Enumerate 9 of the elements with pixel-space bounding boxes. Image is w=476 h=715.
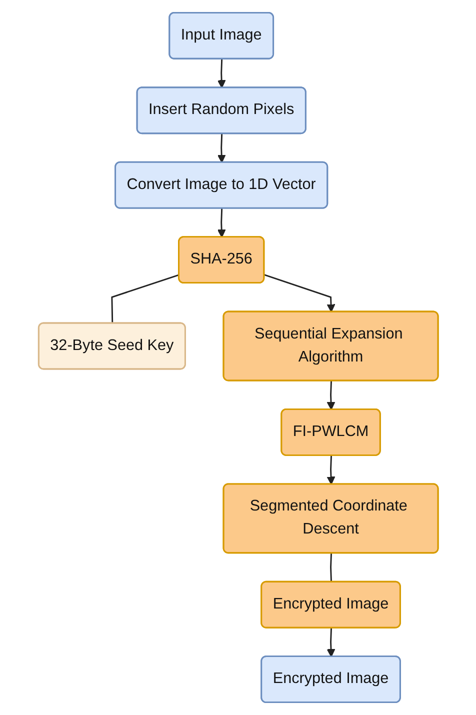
- arrow: [264, 274, 335, 312]
- connector: [110, 274, 180, 324]
- arrow: [217, 59, 226, 88]
- arrow: [326, 380, 335, 410]
- arrow: [217, 134, 226, 163]
- arrow: [217, 208, 226, 238]
- arrow: [326, 456, 335, 485]
- connector: [330, 553, 332, 582]
- arrow: [326, 628, 335, 658]
